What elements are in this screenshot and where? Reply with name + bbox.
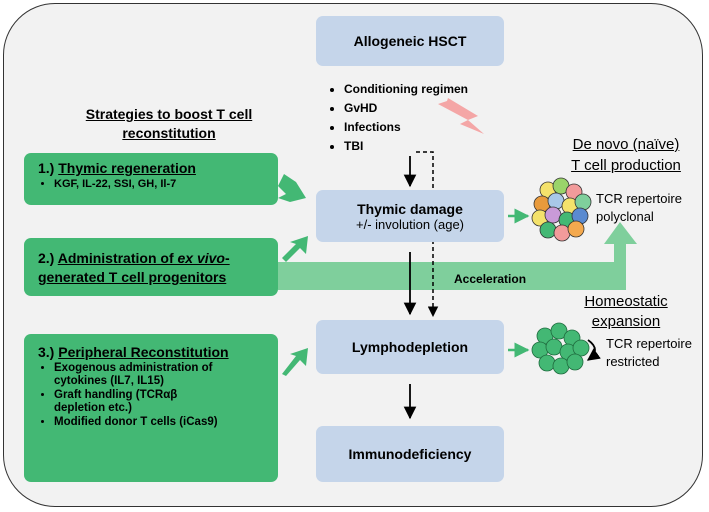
damage-factors-list: Conditioning regimen GvHD Infections TBI	[330, 80, 468, 156]
tcr-restricted-line: restricted	[606, 354, 660, 369]
strategies-heading-line: Strategies to boost T cell	[85, 106, 253, 122]
immunodeficiency-node: Immunodeficiency	[316, 426, 504, 482]
expansion-loop-arrow	[586, 339, 601, 361]
polyclonal-cell-cluster	[531, 177, 592, 242]
thymic-damage-node: Thymic damage +/- involution (age)	[316, 190, 504, 242]
denovo-line: De novo (naïve)	[572, 136, 680, 153]
immunodeficiency-label: Immunodeficiency	[348, 446, 472, 462]
allogeneic-hsct-label: Allogeneic HSCT	[353, 33, 467, 49]
strategy1-number: 1.)	[38, 160, 59, 176]
restricted-cell-cluster	[531, 322, 590, 375]
thymic-damage-label: Thymic damage	[357, 200, 463, 217]
strategy2-title-b: -	[224, 250, 230, 266]
strategy3-arrow	[282, 348, 308, 376]
thymic-damage-sublabel: +/- involution (age)	[355, 216, 465, 232]
lymphodepletion-label: Lymphodepletion	[351, 339, 469, 355]
tcr-polyclonal-label: TCR repertoire polyclonal	[596, 190, 682, 226]
factor-item: GvHD	[344, 99, 468, 118]
strategy3-item: Graft handling (TCRαβ depletion etc.)	[54, 389, 229, 415]
tcr-polyclonal-line: TCR repertoire	[596, 191, 682, 206]
strategy2-arrow	[282, 236, 308, 262]
strategy1-item: KGF, IL-22, SSI, GH, Il-7	[54, 178, 268, 191]
strategy2-title-line2: generated T cell progenitors	[38, 269, 227, 285]
acceleration-label: Acceleration	[454, 272, 527, 286]
strategies-heading-line: reconstitution	[122, 125, 216, 141]
tcr-restricted-line: TCR repertoire	[606, 336, 692, 351]
homeostatic-label: Homeostatic expansion	[556, 292, 696, 332]
lymphodepletion-node: Lymphodepletion	[316, 320, 504, 374]
strategy1-arrow	[278, 174, 306, 202]
lightning-icon	[438, 98, 484, 134]
strategies-heading: Strategies to boost T cell reconstitutio…	[64, 105, 274, 143]
strategy1-box: 1.) Thymic regeneration KGF, IL-22, SSI,…	[24, 153, 278, 205]
factor-item: Infections	[344, 118, 468, 137]
factor-item: TBI	[344, 137, 468, 156]
strategy1-title: Thymic regeneration	[58, 160, 196, 176]
dashed-arrow-direct	[416, 151, 439, 318]
strategy3-box: 3.) Peripheral Reconstitution Exogenous …	[24, 334, 278, 482]
denovo-line: T cell production	[571, 157, 681, 174]
strategy3-item: Modified donor T cells (iCas9)	[54, 416, 229, 429]
strategy2-title-a: Administration of	[57, 250, 178, 266]
allogeneic-hsct-node: Allogeneic HSCT	[316, 16, 504, 66]
strategy2-title-em: ex vivo	[177, 250, 225, 266]
strategy2-number: 2.)	[38, 250, 58, 266]
tcr-restricted-label: TCR repertoire restricted	[606, 335, 692, 371]
strategy1-list: KGF, IL-22, SSI, GH, Il-7	[38, 178, 268, 191]
tcr-polyclonal-line: polyclonal	[596, 209, 654, 224]
strategy3-item: Exogenous administration of cytokines (I…	[54, 362, 229, 388]
strategy3-list: Exogenous administration of cytokines (I…	[38, 362, 229, 429]
strategy3-number: 3.)	[38, 344, 59, 360]
strategy3-title: Peripheral Reconstitution	[58, 344, 229, 360]
strategy2-box: 2.) Administration of ex vivo- generated…	[24, 238, 278, 296]
denovo-label: De novo (naïve) T cell production	[556, 134, 696, 176]
homeostatic-line: Homeostatic	[584, 293, 668, 310]
acceleration-arrow	[278, 222, 637, 290]
homeostatic-line: expansion	[591, 313, 661, 330]
factor-item: Conditioning regimen	[344, 80, 468, 99]
